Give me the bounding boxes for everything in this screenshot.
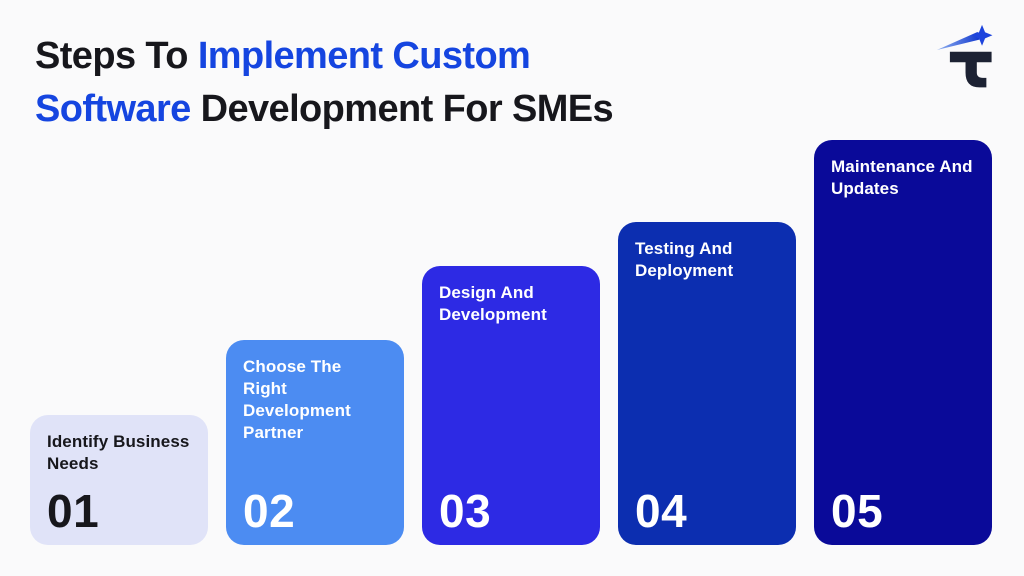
title-segment-dark: Development For SMEs <box>190 88 614 130</box>
comet-star-icon <box>971 24 993 46</box>
step-number: 05 <box>831 485 884 537</box>
steps-bar-chart: Identify Business Needs 01 Choose The Ri… <box>30 140 992 545</box>
title-segment-dark: Steps To <box>35 35 198 77</box>
step-card-3: Design And Development 03 <box>422 266 600 545</box>
step-number: 03 <box>439 485 492 537</box>
comet-tail-icon <box>936 31 980 51</box>
step-label: Testing And Deployment <box>635 239 734 280</box>
tau-letter <box>949 51 992 88</box>
header: Steps To Implement Custom Software Devel… <box>35 24 1002 136</box>
step-card-4: Testing And Deployment 04 <box>618 222 796 545</box>
step-number: 01 <box>47 485 100 537</box>
step-card-5: Maintenance And Updates 05 <box>814 140 992 545</box>
brand-logo <box>936 22 1002 92</box>
page-title: Steps To Implement Custom Software Devel… <box>35 30 614 136</box>
step-label: Choose The Right Development Partner <box>243 357 351 442</box>
step-number: 02 <box>243 485 296 537</box>
tau-comet-logo-svg <box>936 24 993 88</box>
step-label: Maintenance And Updates <box>831 157 973 198</box>
step-card-1: Identify Business Needs 01 <box>30 415 208 545</box>
step-label: Identify Business Needs <box>47 432 190 473</box>
step-label: Design And Development <box>439 283 547 324</box>
step-card-2: Choose The Right Development Partner 02 <box>226 340 404 545</box>
step-number: 04 <box>635 485 688 537</box>
title-segment-blue: Software <box>35 88 191 130</box>
title-line-1: Steps To Implement Custom <box>35 30 613 83</box>
title-segment-blue: Implement Custom <box>197 35 531 77</box>
title-line-2: Software Development For SMEs <box>35 83 614 136</box>
